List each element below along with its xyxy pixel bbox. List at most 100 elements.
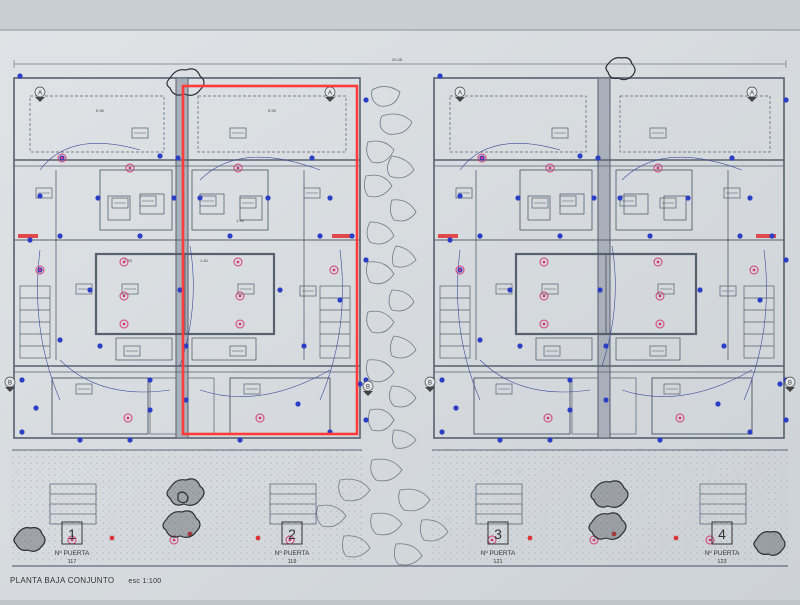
fixture-symbol xyxy=(455,187,473,199)
fixture-symbol xyxy=(229,345,247,357)
light-point-icon xyxy=(147,407,153,413)
socket-point-icon xyxy=(749,265,759,275)
socket-point-icon xyxy=(169,535,179,545)
light-point-icon xyxy=(363,417,369,423)
highlight-outline xyxy=(181,84,359,436)
light-point-icon xyxy=(177,287,183,293)
socket-point-center-icon xyxy=(542,322,546,326)
socket-point-center-icon xyxy=(678,416,682,420)
section-marker-letter: B xyxy=(428,381,432,387)
light-point-icon xyxy=(757,297,763,303)
light-point-icon xyxy=(567,407,573,413)
light-point-icon xyxy=(349,233,355,239)
entry-light-icon xyxy=(187,531,193,537)
fixture-symbol xyxy=(75,383,93,395)
fixture-symbol xyxy=(541,283,559,295)
socket-point-icon xyxy=(57,153,67,163)
light-point-icon xyxy=(439,429,445,435)
light-point-icon xyxy=(265,195,271,201)
light-point-icon xyxy=(175,155,181,161)
socket-point-icon xyxy=(35,265,45,275)
light-point-icon xyxy=(97,343,103,349)
light-point-icon xyxy=(547,437,553,443)
light-point-icon xyxy=(647,233,653,239)
socket-point-icon xyxy=(119,291,129,301)
door-label: Nº PUERTA xyxy=(275,550,310,557)
light-point-icon xyxy=(37,193,43,199)
socket-point-center-icon xyxy=(542,294,546,298)
fixture-symbol xyxy=(239,197,257,209)
fixture-symbols xyxy=(35,127,741,395)
socket-point-icon xyxy=(233,257,243,267)
light-point-icon xyxy=(457,193,463,199)
dimension-label: 5.98 xyxy=(96,108,105,113)
socket-point-center-icon xyxy=(332,268,336,272)
light-point-icon xyxy=(19,429,25,435)
entry-light-icon xyxy=(611,531,617,537)
light-point-icon xyxy=(357,381,363,387)
socket-point-icon xyxy=(675,413,685,423)
dimension-label: 1.40 xyxy=(200,258,209,263)
fixture-symbol xyxy=(139,195,157,207)
socket-point-center-icon xyxy=(126,416,130,420)
unit-label-1: 1 Nº PUERTA 117 xyxy=(55,521,90,565)
door-number: 119 xyxy=(288,559,297,565)
unit-label-4: 4 Nº PUERTA 123 xyxy=(705,521,740,565)
socket-point-center-icon xyxy=(128,166,132,170)
socket-point-center-icon xyxy=(122,260,126,264)
fixture-symbol xyxy=(551,127,569,139)
socket-point-icon xyxy=(539,291,549,301)
fixture-symbol xyxy=(723,187,741,199)
light-point-icon xyxy=(729,155,735,161)
fixture-symbol xyxy=(303,187,321,199)
light-point-icon xyxy=(477,233,483,239)
section-arrow-icon xyxy=(363,391,373,396)
drawing-scale: esc 1:100 xyxy=(128,578,162,585)
entry-walkways xyxy=(49,483,747,525)
socket-point-icon xyxy=(653,163,663,173)
light-point-icon xyxy=(197,195,203,201)
section-marker-letter: B xyxy=(8,381,12,387)
section-arrow-icon xyxy=(785,387,795,392)
light-point-icon xyxy=(595,155,601,161)
socket-point-center-icon xyxy=(238,294,242,298)
unit-number: 3 xyxy=(494,526,502,542)
fixture-symbol xyxy=(659,197,677,209)
light-point-icon xyxy=(517,343,523,349)
light-point-icon xyxy=(183,397,189,403)
fixture-symbol xyxy=(619,195,637,207)
light-point-icon xyxy=(447,237,453,243)
light-point-icon xyxy=(363,257,369,263)
fixture-symbol xyxy=(131,127,149,139)
front-yard-left xyxy=(12,450,362,562)
section-arrow-icon xyxy=(425,387,435,392)
section-arrow-icon xyxy=(35,97,45,102)
fixture-symbol xyxy=(35,187,53,199)
socket-point-icon xyxy=(235,319,245,329)
socket-point-center-icon xyxy=(658,322,662,326)
fixture-symbol xyxy=(495,383,513,395)
section-arrow-icon xyxy=(325,97,335,102)
fixture-symbol xyxy=(543,345,561,357)
socket-point-center-icon xyxy=(236,166,240,170)
light-point-icon xyxy=(477,337,483,343)
socket-point-center-icon xyxy=(656,166,660,170)
fixture-symbol xyxy=(657,283,675,295)
light-point-icon xyxy=(57,337,63,343)
light-point-icon xyxy=(27,237,33,243)
socket-point-center-icon xyxy=(708,538,712,542)
light-point-icon xyxy=(577,153,583,159)
section-arrow-icon xyxy=(747,97,757,102)
socket-point-icon xyxy=(543,413,553,423)
socket-point-icon xyxy=(329,265,339,275)
light-point-icon xyxy=(557,233,563,239)
section-marker-letter: B xyxy=(788,381,792,387)
light-point-icon xyxy=(439,377,445,383)
light-point-icon xyxy=(603,397,609,403)
socket-point-icon xyxy=(477,153,487,163)
light-point-icon xyxy=(597,287,603,293)
light-point-icon xyxy=(77,437,83,443)
